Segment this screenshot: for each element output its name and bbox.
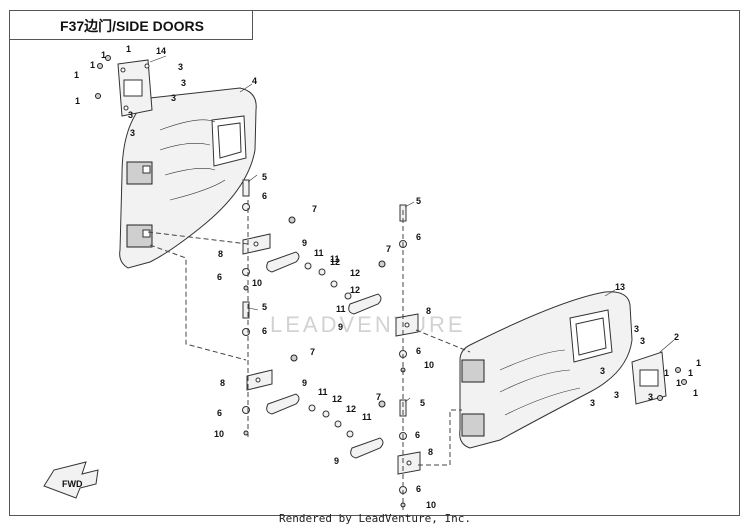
callout-9: 9 bbox=[302, 238, 307, 248]
callout-7: 7 bbox=[312, 204, 317, 214]
callout-7: 7 bbox=[310, 347, 315, 357]
callout-6: 6 bbox=[217, 408, 222, 418]
callout-5: 5 bbox=[262, 302, 267, 312]
callout-6: 6 bbox=[416, 232, 421, 242]
lower-left-hinge bbox=[242, 301, 330, 436]
callout-9: 9 bbox=[334, 456, 339, 466]
callout-12: 12 bbox=[330, 257, 340, 267]
callout-1: 1 bbox=[664, 368, 669, 378]
callout-3: 3 bbox=[640, 336, 645, 346]
callout-3: 3 bbox=[171, 93, 176, 103]
callout-labels: 1 1 1 1 1 14 3 3 3 3 3 4 5 6 7 8 9 11 12… bbox=[74, 44, 701, 510]
callout-7: 7 bbox=[386, 244, 391, 254]
watermark: LEADVENTURE bbox=[270, 312, 466, 337]
callout-11: 11 bbox=[314, 248, 324, 258]
callout-6: 6 bbox=[416, 484, 421, 494]
callout-10: 10 bbox=[426, 500, 436, 510]
upper-left-hinge bbox=[242, 179, 326, 291]
callout-3: 3 bbox=[128, 110, 133, 120]
dashed-line-right-upper bbox=[415, 329, 471, 353]
callout-3: 3 bbox=[648, 392, 653, 402]
callout-9: 9 bbox=[338, 322, 343, 332]
callout-11: 11 bbox=[318, 387, 328, 397]
right-door bbox=[459, 291, 633, 449]
callout-8: 8 bbox=[426, 306, 431, 316]
callout-5: 5 bbox=[416, 196, 421, 206]
callout-11: 11 bbox=[336, 304, 346, 314]
title-box: F37边门/SIDE DOORS bbox=[9, 10, 253, 40]
callout-10: 10 bbox=[252, 278, 262, 288]
callout-8: 8 bbox=[220, 378, 225, 388]
callout-1: 1 bbox=[696, 358, 701, 368]
callout-1: 1 bbox=[101, 50, 106, 60]
callout-5: 5 bbox=[262, 172, 267, 182]
callout-6: 6 bbox=[217, 272, 222, 282]
dashed-line-left-lower bbox=[149, 244, 247, 361]
callout-3: 3 bbox=[600, 366, 605, 376]
callout-12: 12 bbox=[350, 285, 360, 295]
callout-3: 3 bbox=[181, 78, 186, 88]
callout-11: 11 bbox=[362, 412, 372, 422]
callout-1: 1 bbox=[688, 368, 693, 378]
leader-lines bbox=[149, 55, 675, 403]
upper-right-hinge bbox=[330, 204, 419, 373]
callout-11: 11 bbox=[330, 254, 340, 264]
callout-3: 3 bbox=[178, 62, 183, 72]
callout-3: 3 bbox=[590, 398, 595, 408]
callout-8: 8 bbox=[218, 249, 223, 259]
callout-9: 9 bbox=[302, 378, 307, 388]
diagram-title: F37边门/SIDE DOORS bbox=[60, 18, 204, 34]
callout-1: 1 bbox=[74, 70, 79, 80]
footer-credit: Rendered by LeadVenture, Inc. bbox=[278, 512, 472, 525]
dashed-line-left-upper bbox=[147, 231, 249, 245]
callout-6: 6 bbox=[415, 430, 420, 440]
left-latch-bracket bbox=[117, 59, 153, 117]
callout-12: 12 bbox=[350, 268, 360, 278]
fwd-arrow-icon: FWD bbox=[43, 461, 99, 499]
callout-12: 12 bbox=[332, 394, 342, 404]
callout-2: 2 bbox=[674, 332, 679, 342]
dashed-line-right-lower bbox=[418, 409, 462, 466]
right-latch-bracket bbox=[631, 351, 687, 405]
callout-10: 10 bbox=[424, 360, 434, 370]
callout-1: 1 bbox=[75, 96, 80, 106]
callout-13: 13 bbox=[615, 282, 625, 292]
callout-12: 12 bbox=[346, 404, 356, 414]
callout-1: 1 bbox=[90, 60, 95, 70]
callout-6: 6 bbox=[416, 346, 421, 356]
lower-right-hinge bbox=[334, 399, 421, 508]
callout-5: 5 bbox=[420, 398, 425, 408]
callout-3: 3 bbox=[634, 324, 639, 334]
callout-6: 6 bbox=[262, 191, 267, 201]
callout-3: 3 bbox=[130, 128, 135, 138]
callout-14: 14 bbox=[156, 46, 166, 56]
callout-8: 8 bbox=[428, 447, 433, 457]
callout-6: 6 bbox=[262, 326, 267, 336]
callout-1: 1 bbox=[126, 44, 131, 54]
callout-4: 4 bbox=[252, 76, 257, 86]
callout-3: 3 bbox=[614, 390, 619, 400]
callout-7: 7 bbox=[376, 392, 381, 402]
left-screws bbox=[95, 55, 111, 99]
left-door bbox=[119, 87, 257, 269]
diagram-frame bbox=[9, 10, 740, 516]
callout-10: 10 bbox=[214, 429, 224, 439]
callout-1: 1 bbox=[676, 378, 681, 388]
callout-1: 1 bbox=[693, 388, 698, 398]
fwd-label: FWD bbox=[62, 479, 83, 489]
